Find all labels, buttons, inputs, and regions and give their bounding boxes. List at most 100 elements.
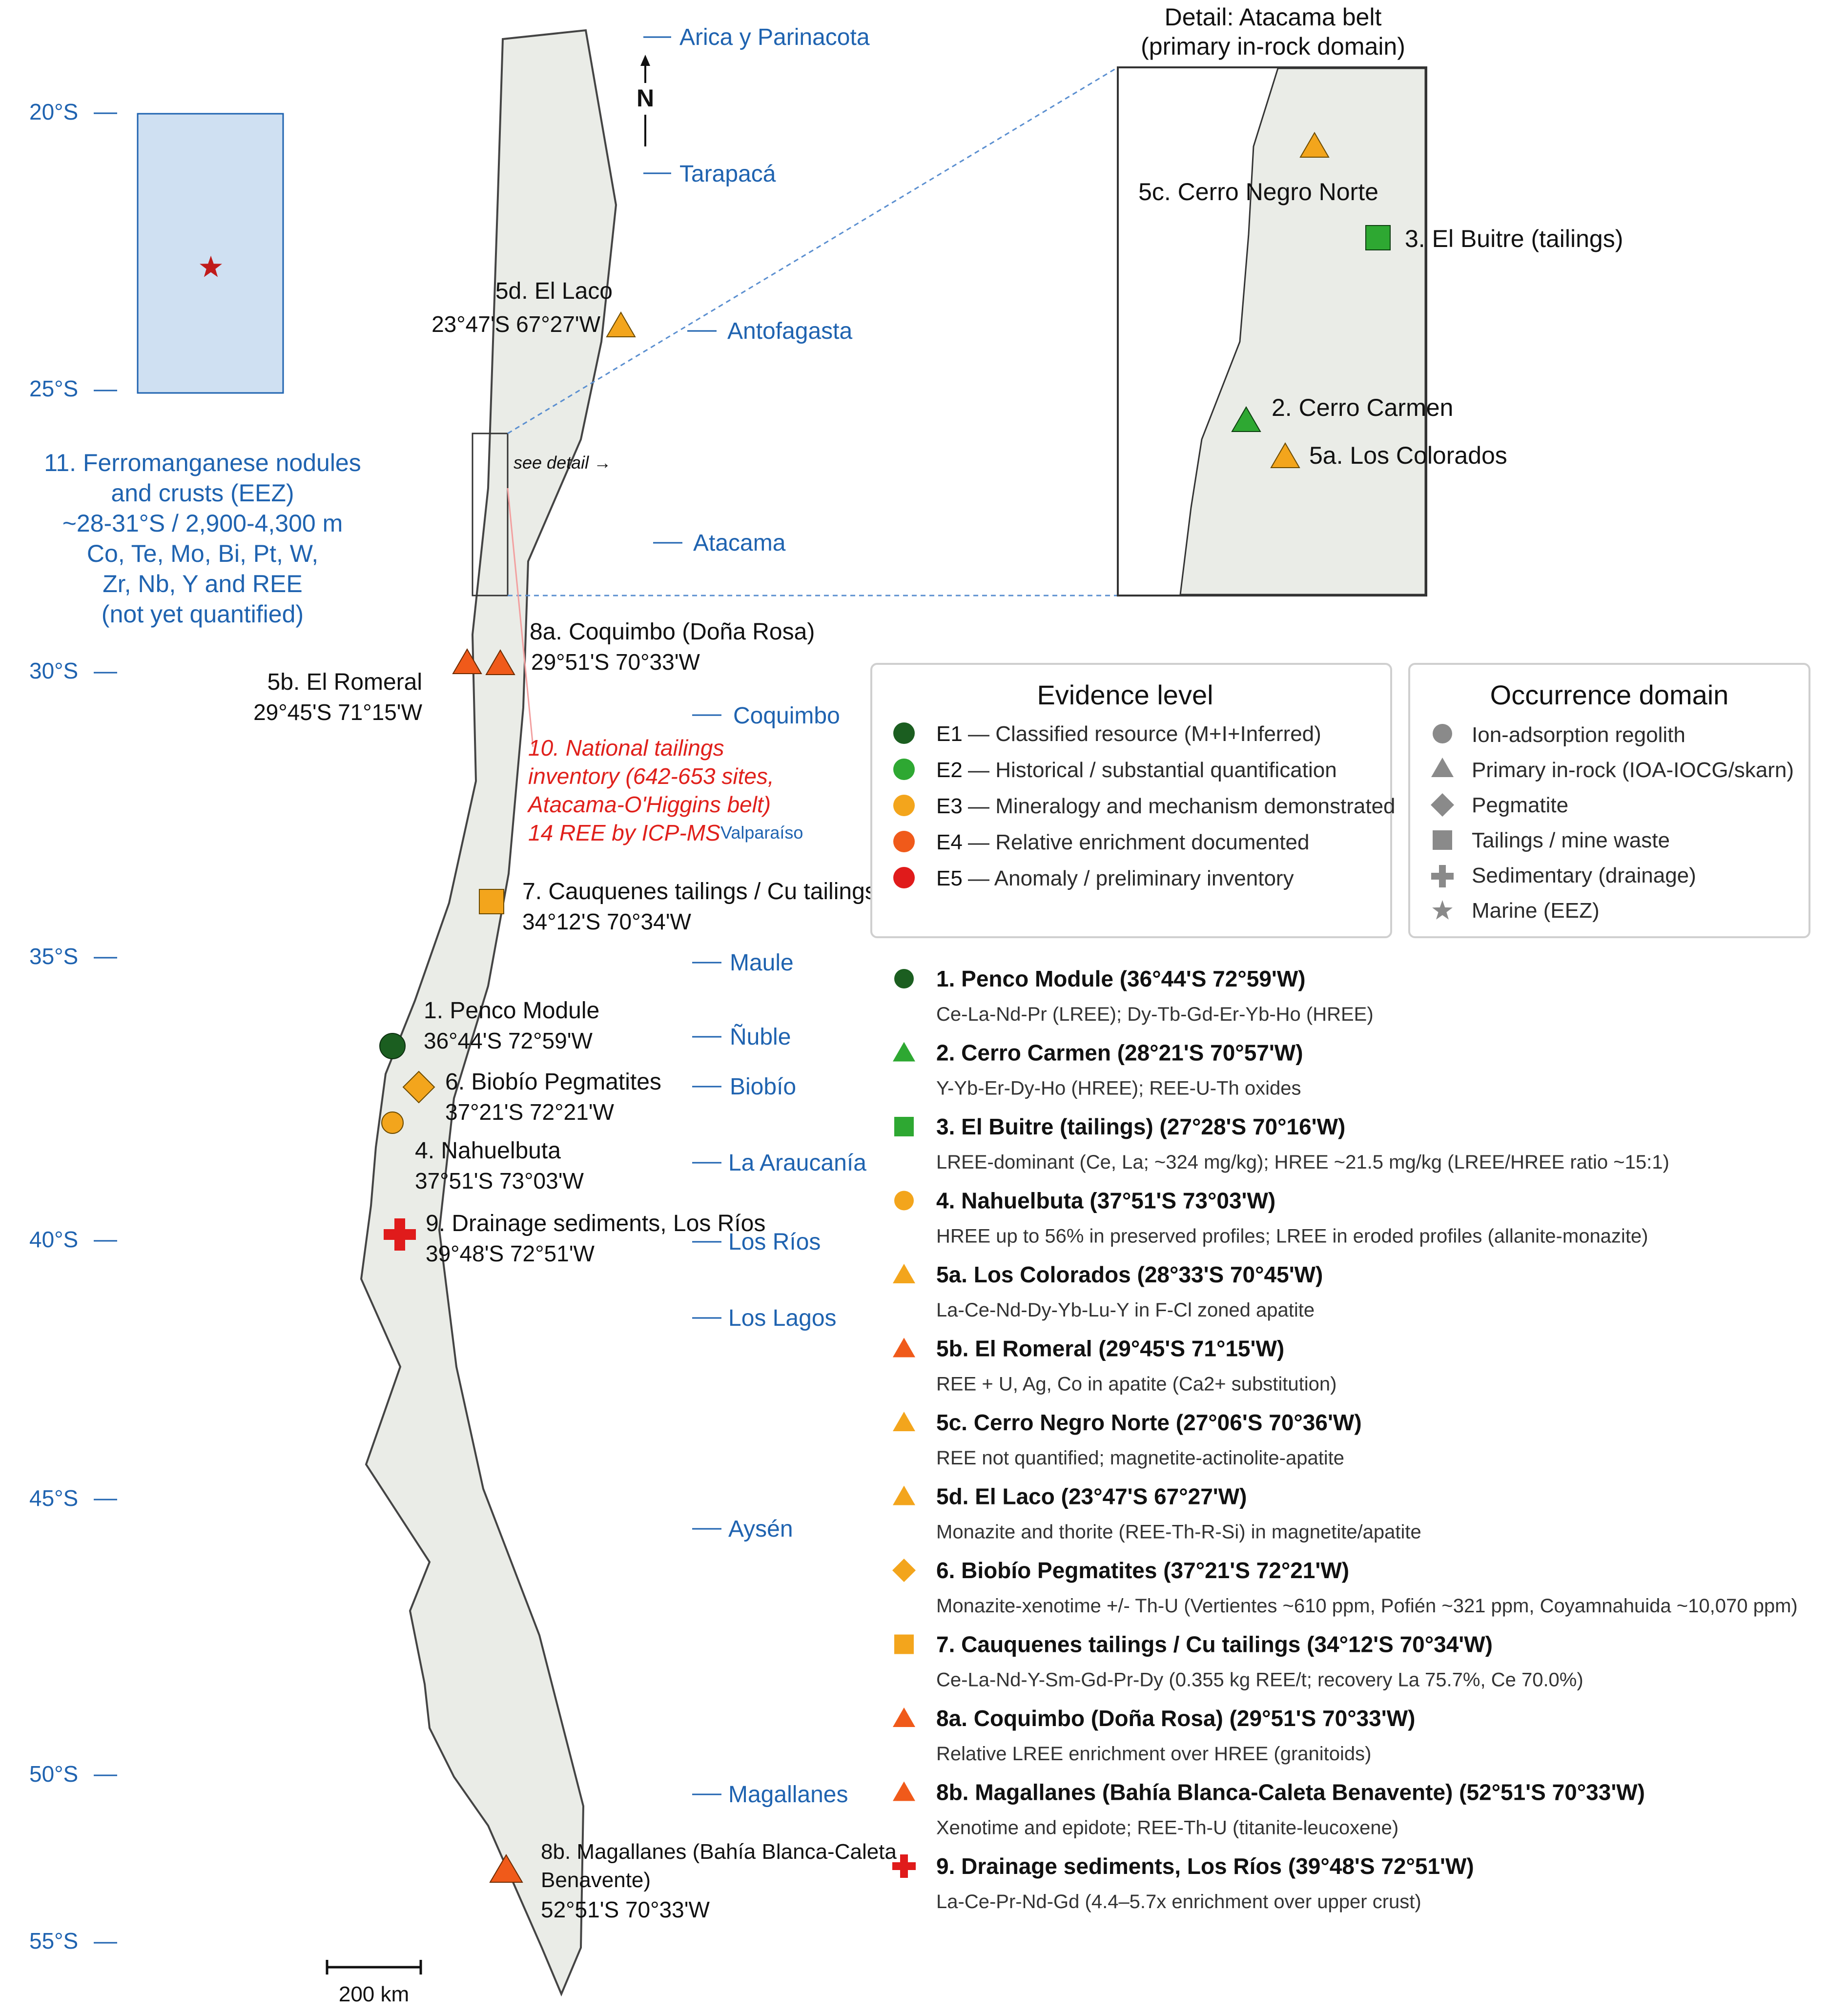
inset-site-label: 5c. Cerro Negro Norte: [1138, 178, 1378, 206]
region-label: Maule: [730, 950, 794, 976]
site-entry: 8b. Magallanes (Bahía Blanca-Caleta Bena…: [893, 1780, 1645, 1839]
marine-eez-box: [137, 113, 284, 394]
region-label: Coquimbo: [733, 703, 840, 729]
marine-star-icon: [200, 255, 222, 277]
site-entry: 5c. Cerro Negro Norte (27°06'S 70°36'W) R…: [893, 1410, 1362, 1469]
penco-marker: [379, 1033, 406, 1059]
el-romeral-marker: [452, 648, 482, 674]
triangle-icon: [1431, 758, 1454, 777]
entry-description: Ce-La-Nd-Pr (LREE); Dy-Tb-Gd-Er-Yb-Ho (H…: [936, 1004, 1374, 1025]
region-label: La Araucanía: [728, 1150, 866, 1176]
domain-label: Tailings / mine waste: [1472, 828, 1670, 852]
triangle-icon: [893, 1264, 915, 1283]
evidence-legend-title: Evidence level: [1037, 679, 1213, 710]
site-label: Benavente): [541, 1868, 651, 1892]
site-label: 5d. El Laco: [495, 278, 613, 304]
site-coord: 29°51'S 70°33'W: [531, 649, 700, 675]
site-entry: 2. Cerro Carmen (28°21'S 70°57'W)Y-Yb-Er…: [893, 1040, 1303, 1099]
entry-title: 6. Biobío Pegmatites (37°21'S 72°21'W): [936, 1558, 1349, 1583]
evidence-label: — Classified resource (M+I+Inferred): [968, 722, 1321, 746]
coquimbo-marker: [485, 649, 515, 675]
entry-description: Xenotime and epidote; REE-Th-U (titanite…: [936, 1817, 1398, 1839]
scale-label: 200 km: [339, 1982, 409, 2006]
site-coord: 34°12'S 70°34'W: [522, 909, 691, 934]
nahuelbuta-marker: [381, 1111, 404, 1134]
site-label: 6. Biobío Pegmatites: [445, 1069, 661, 1095]
cerro-negro-norte-marker: [1299, 132, 1330, 158]
chile-landmass: [360, 29, 617, 1997]
site-entry: 8a. Coquimbo (Doña Rosa) (29°51'S 70°33'…: [893, 1706, 1415, 1765]
detail-inset: Detail: Atacama belt (primary in-rock do…: [1117, 3, 1623, 597]
inset-site-label: 5a. Los Colorados: [1309, 442, 1507, 469]
triangle-icon: [893, 1412, 915, 1431]
region-label: Valparaíso: [720, 823, 803, 843]
evidence-code: E1: [936, 722, 963, 746]
tailings-line: 14 REE by ICP-MS: [528, 820, 720, 845]
entry-title: 5b. El Romeral (29°45'S 71°15'W): [936, 1336, 1284, 1361]
marine-line: ~28-31°S / 2,900-4,300 m: [62, 510, 343, 537]
site-entry: 6. Biobío Pegmatites (37°21'S 72°21'W)Mo…: [892, 1558, 1798, 1617]
entry-title: 3. El Buitre (tailings) (27°28'S 70°16'W…: [936, 1114, 1345, 1139]
cerro-carmen-marker: [1231, 406, 1261, 432]
scale-bar: 200 km: [326, 1960, 422, 2006]
circle-icon: [894, 969, 914, 988]
region-label: Aysén: [728, 1516, 793, 1542]
site-label: 4. Nahuelbuta: [415, 1138, 561, 1164]
entry-description: REE not quantified; magnetite-actinolite…: [936, 1447, 1344, 1469]
evidence-legend: Evidence level E1 — Classified resource …: [870, 663, 1396, 938]
evidence-label: — Relative enrichment documented: [968, 830, 1309, 854]
cross-icon: [1431, 865, 1454, 887]
entry-description: Monazite and thorite (REE-Th-R-Si) in ma…: [936, 1522, 1421, 1543]
site-entry: 9. Drainage sediments, Los Ríos (39°48'S…: [892, 1853, 1474, 1913]
entry-description: HREE up to 56% in preserved profiles; LR…: [936, 1226, 1648, 1247]
entry-title: 8a. Coquimbo (Doña Rosa) (29°51'S 70°33'…: [936, 1706, 1415, 1731]
entry-title: 4. Nahuelbuta (37°51'S 73°03'W): [936, 1188, 1275, 1214]
marine-line: Zr, Nb, Y and REE: [103, 570, 302, 597]
cross-icon: [892, 1854, 916, 1878]
entry-title: 5d. El Laco (23°47'S 67°27'W): [936, 1484, 1247, 1509]
evidence-code: E5: [936, 866, 963, 890]
biobio-marker: [402, 1070, 435, 1104]
circle-icon: [894, 1191, 914, 1211]
square-icon: [1433, 830, 1452, 850]
latitude-label: 40°S: [29, 1227, 78, 1252]
latitude-label: 35°S: [29, 944, 78, 969]
entry-description: Relative LREE enrichment over HREE (gran…: [936, 1743, 1371, 1765]
see-detail-label: see detail →: [514, 453, 611, 473]
region-label: Atacama: [693, 530, 786, 556]
square-icon: [894, 1117, 914, 1136]
region-label: Antofagasta: [727, 318, 853, 344]
site-coord: 37°21'S 72°21'W: [445, 1099, 614, 1125]
evidence-label: — Historical / substantial quantificatio…: [968, 758, 1337, 782]
tailings-line: 10. National tailings: [528, 735, 724, 761]
latitude-label: 25°S: [29, 376, 78, 401]
triangle-icon: [893, 1781, 915, 1801]
region-label: Biobío: [730, 1074, 796, 1100]
entry-title: 5a. Los Colorados (28°33'S 70°45'W): [936, 1262, 1323, 1287]
site-label: 8b. Magallanes (Bahía Blanca-Caleta: [541, 1840, 897, 1864]
site-entry: 7. Cauquenes tailings / Cu tailings (34°…: [894, 1632, 1583, 1691]
el-buitre-marker: [1365, 225, 1391, 250]
latitude-label: 50°S: [29, 1761, 78, 1787]
marine-title: 11. Ferromanganese nodules: [44, 449, 361, 476]
domain-legend-title: Occurrence domain: [1490, 679, 1729, 710]
latitude-label: 30°S: [29, 658, 78, 683]
e5-dot-icon: [893, 867, 915, 888]
marine-line: and crusts (EEZ): [111, 479, 294, 507]
marine-line: Co, Te, Mo, Bi, Pt, W,: [87, 540, 318, 567]
latitude-label: 45°S: [29, 1485, 78, 1511]
evidence-label: — Mineralogy and mechanism demonstrated: [968, 794, 1396, 818]
region-label: Arica y Parinacota: [679, 24, 870, 50]
e4-dot-icon: [893, 831, 915, 852]
entry-title: 1. Penco Module (36°44'S 72°59'W): [936, 966, 1306, 991]
latitude-labels: 20°S 25°S 30°S 35°S 40°S 45°S 50°S 55°S: [29, 99, 117, 1954]
domain-legend: Occurrence domain Ion-adsorption regolit…: [1408, 663, 1810, 938]
tailings-note: 10. National tailings inventory (642-653…: [527, 735, 774, 845]
entry-title: 8b. Magallanes (Bahía Blanca-Caleta Bena…: [936, 1780, 1645, 1805]
entry-title: 5c. Cerro Negro Norte (27°06'S 70°36'W): [936, 1410, 1362, 1435]
site-label: 1. Penco Module: [424, 998, 599, 1024]
e1-dot-icon: [893, 722, 915, 744]
site-coord: 37°51'S 73°03'W: [415, 1168, 584, 1193]
domain-label: Marine (EEZ): [1472, 899, 1600, 923]
